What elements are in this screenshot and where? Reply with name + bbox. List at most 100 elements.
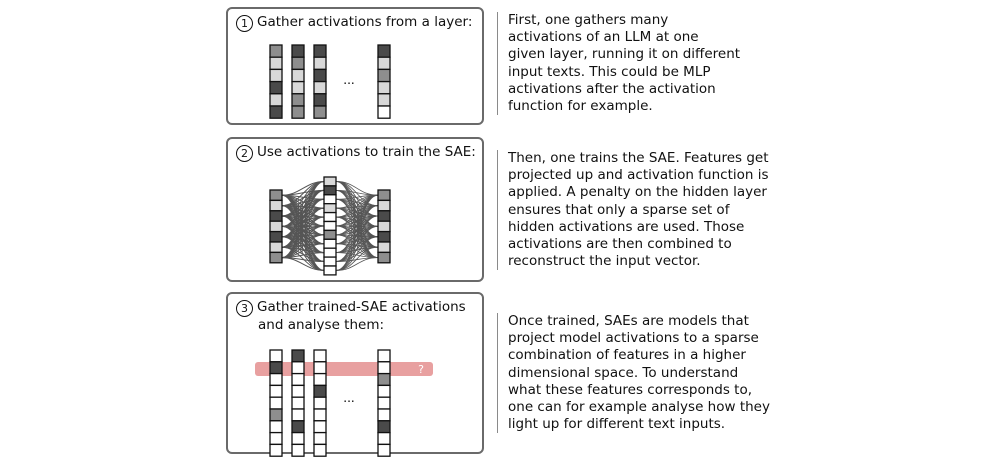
activation-cell: [313, 361, 327, 375]
activation-cell: [313, 372, 327, 387]
activation-cell: [377, 44, 391, 58]
step-number-badge: 3: [236, 300, 253, 317]
activation-cell: [377, 396, 391, 410]
activation-cell: [269, 230, 283, 243]
activation-cell: [313, 431, 327, 446]
output-layer: [377, 189, 391, 264]
step-1-description: First, one gathers many activations of a…: [497, 12, 798, 116]
activation-cell: [377, 68, 391, 83]
activation-cell: [313, 80, 327, 95]
activation-cell: [377, 56, 391, 71]
description-line: one can for example analyse how they: [508, 399, 770, 416]
activation-cell: [291, 56, 305, 71]
sae-activation-column: [291, 349, 305, 457]
encoder-connection: [281, 257, 325, 271]
sae-layers: [269, 176, 391, 276]
activation-cell: [313, 384, 327, 398]
activation-cell: [269, 241, 283, 254]
activation-cell: [377, 408, 391, 422]
description-line: Then, one trains the SAE. Features get: [508, 150, 769, 166]
activation-cell: [377, 431, 391, 446]
activation-cell: [377, 349, 391, 363]
activation-cell: [269, 361, 283, 375]
sae-activation-column: [269, 349, 283, 457]
step-1-title-line: Gather activations from a layer:: [257, 14, 473, 30]
description-line: given layer, running it on different: [508, 46, 741, 63]
activation-cell: [291, 420, 305, 434]
activation-cell: [291, 396, 305, 410]
activation-cell: [269, 408, 283, 422]
activation-cell: [269, 220, 283, 233]
description-line: Once trained, SAEs are models that: [508, 313, 749, 329]
description-line: projected up and activation function is: [508, 167, 769, 184]
activation-cell: [269, 68, 283, 83]
activation-cell: [377, 251, 391, 264]
activation-cell: [313, 68, 327, 83]
activation-cell: [323, 229, 337, 240]
step-3-description: Once trained, SAEs are models that proje…: [497, 313, 798, 434]
activation-cell: [377, 210, 391, 222]
activation-cell: [291, 361, 305, 375]
sae-activation-column: [377, 349, 391, 457]
description-line: applied. A penalty on the hidden layer: [508, 184, 767, 201]
description-line: function for example.: [508, 98, 653, 115]
panel-1-ellipsis: ...: [343, 73, 354, 87]
description-line: input texts. This could be MLP: [508, 63, 711, 80]
description-line: ensures that only a sparse set of: [508, 201, 730, 218]
activation-cell: [323, 265, 337, 276]
hidden-layer: [323, 176, 337, 276]
activation-cell: [377, 230, 391, 243]
activation-cell: [269, 80, 283, 95]
activation-column: [377, 44, 391, 119]
sae-connections: [281, 180, 379, 271]
activation-cell: [291, 372, 305, 387]
activation-cell: [377, 420, 391, 434]
activation-column: [269, 44, 283, 119]
activation-cell: [323, 203, 337, 214]
activation-cell: [313, 420, 327, 434]
description-line: project model activations to a sparse: [508, 330, 759, 347]
activation-cell: [291, 80, 305, 95]
description-line: reconstruct the input vector.: [508, 253, 701, 270]
activation-cell: [323, 247, 337, 258]
decoder-connection: [335, 205, 379, 271]
activation-cell: [313, 56, 327, 71]
activation-cell: [377, 361, 391, 375]
activation-cell: [377, 199, 391, 212]
step-2-description: Then, one trains the SAE. Features get p…: [497, 150, 798, 271]
activation-cell: [269, 93, 283, 107]
activation-cell: [269, 384, 283, 398]
activation-cell: [313, 44, 327, 58]
sae-activation-column: [313, 349, 327, 457]
activation-cell: [377, 80, 391, 95]
step-number-badge: 2: [236, 145, 253, 162]
activation-cell: [269, 396, 283, 410]
description-line: activations of an LLM at one: [508, 29, 699, 46]
activation-cell: [377, 93, 391, 107]
activation-cell: [323, 211, 337, 223]
activation-cell: [291, 105, 305, 119]
activation-cell: [291, 349, 305, 363]
activation-cell: [291, 431, 305, 446]
description-line: combination of features in a higher: [508, 347, 746, 364]
input-layer: [269, 189, 283, 264]
step-number-badge: 1: [236, 15, 253, 32]
description-line: First, one gathers many: [508, 12, 669, 28]
activation-cell: [377, 105, 391, 119]
activation-cell: [377, 220, 391, 233]
panel-3-ellipsis: ...: [343, 391, 354, 405]
activation-cell: [269, 372, 283, 387]
description-line: hidden activations are used. Those: [508, 218, 745, 235]
activation-cell: [269, 210, 283, 222]
activation-cell: [269, 105, 283, 119]
highlight-question-mark: ?: [418, 363, 424, 376]
activation-cell: [291, 93, 305, 107]
decoder-connection: [335, 246, 379, 271]
decoder-connection: [335, 257, 379, 271]
activation-cell: [291, 68, 305, 83]
activation-cell: [291, 408, 305, 422]
description-line: dimensional space. To understand: [508, 364, 739, 381]
